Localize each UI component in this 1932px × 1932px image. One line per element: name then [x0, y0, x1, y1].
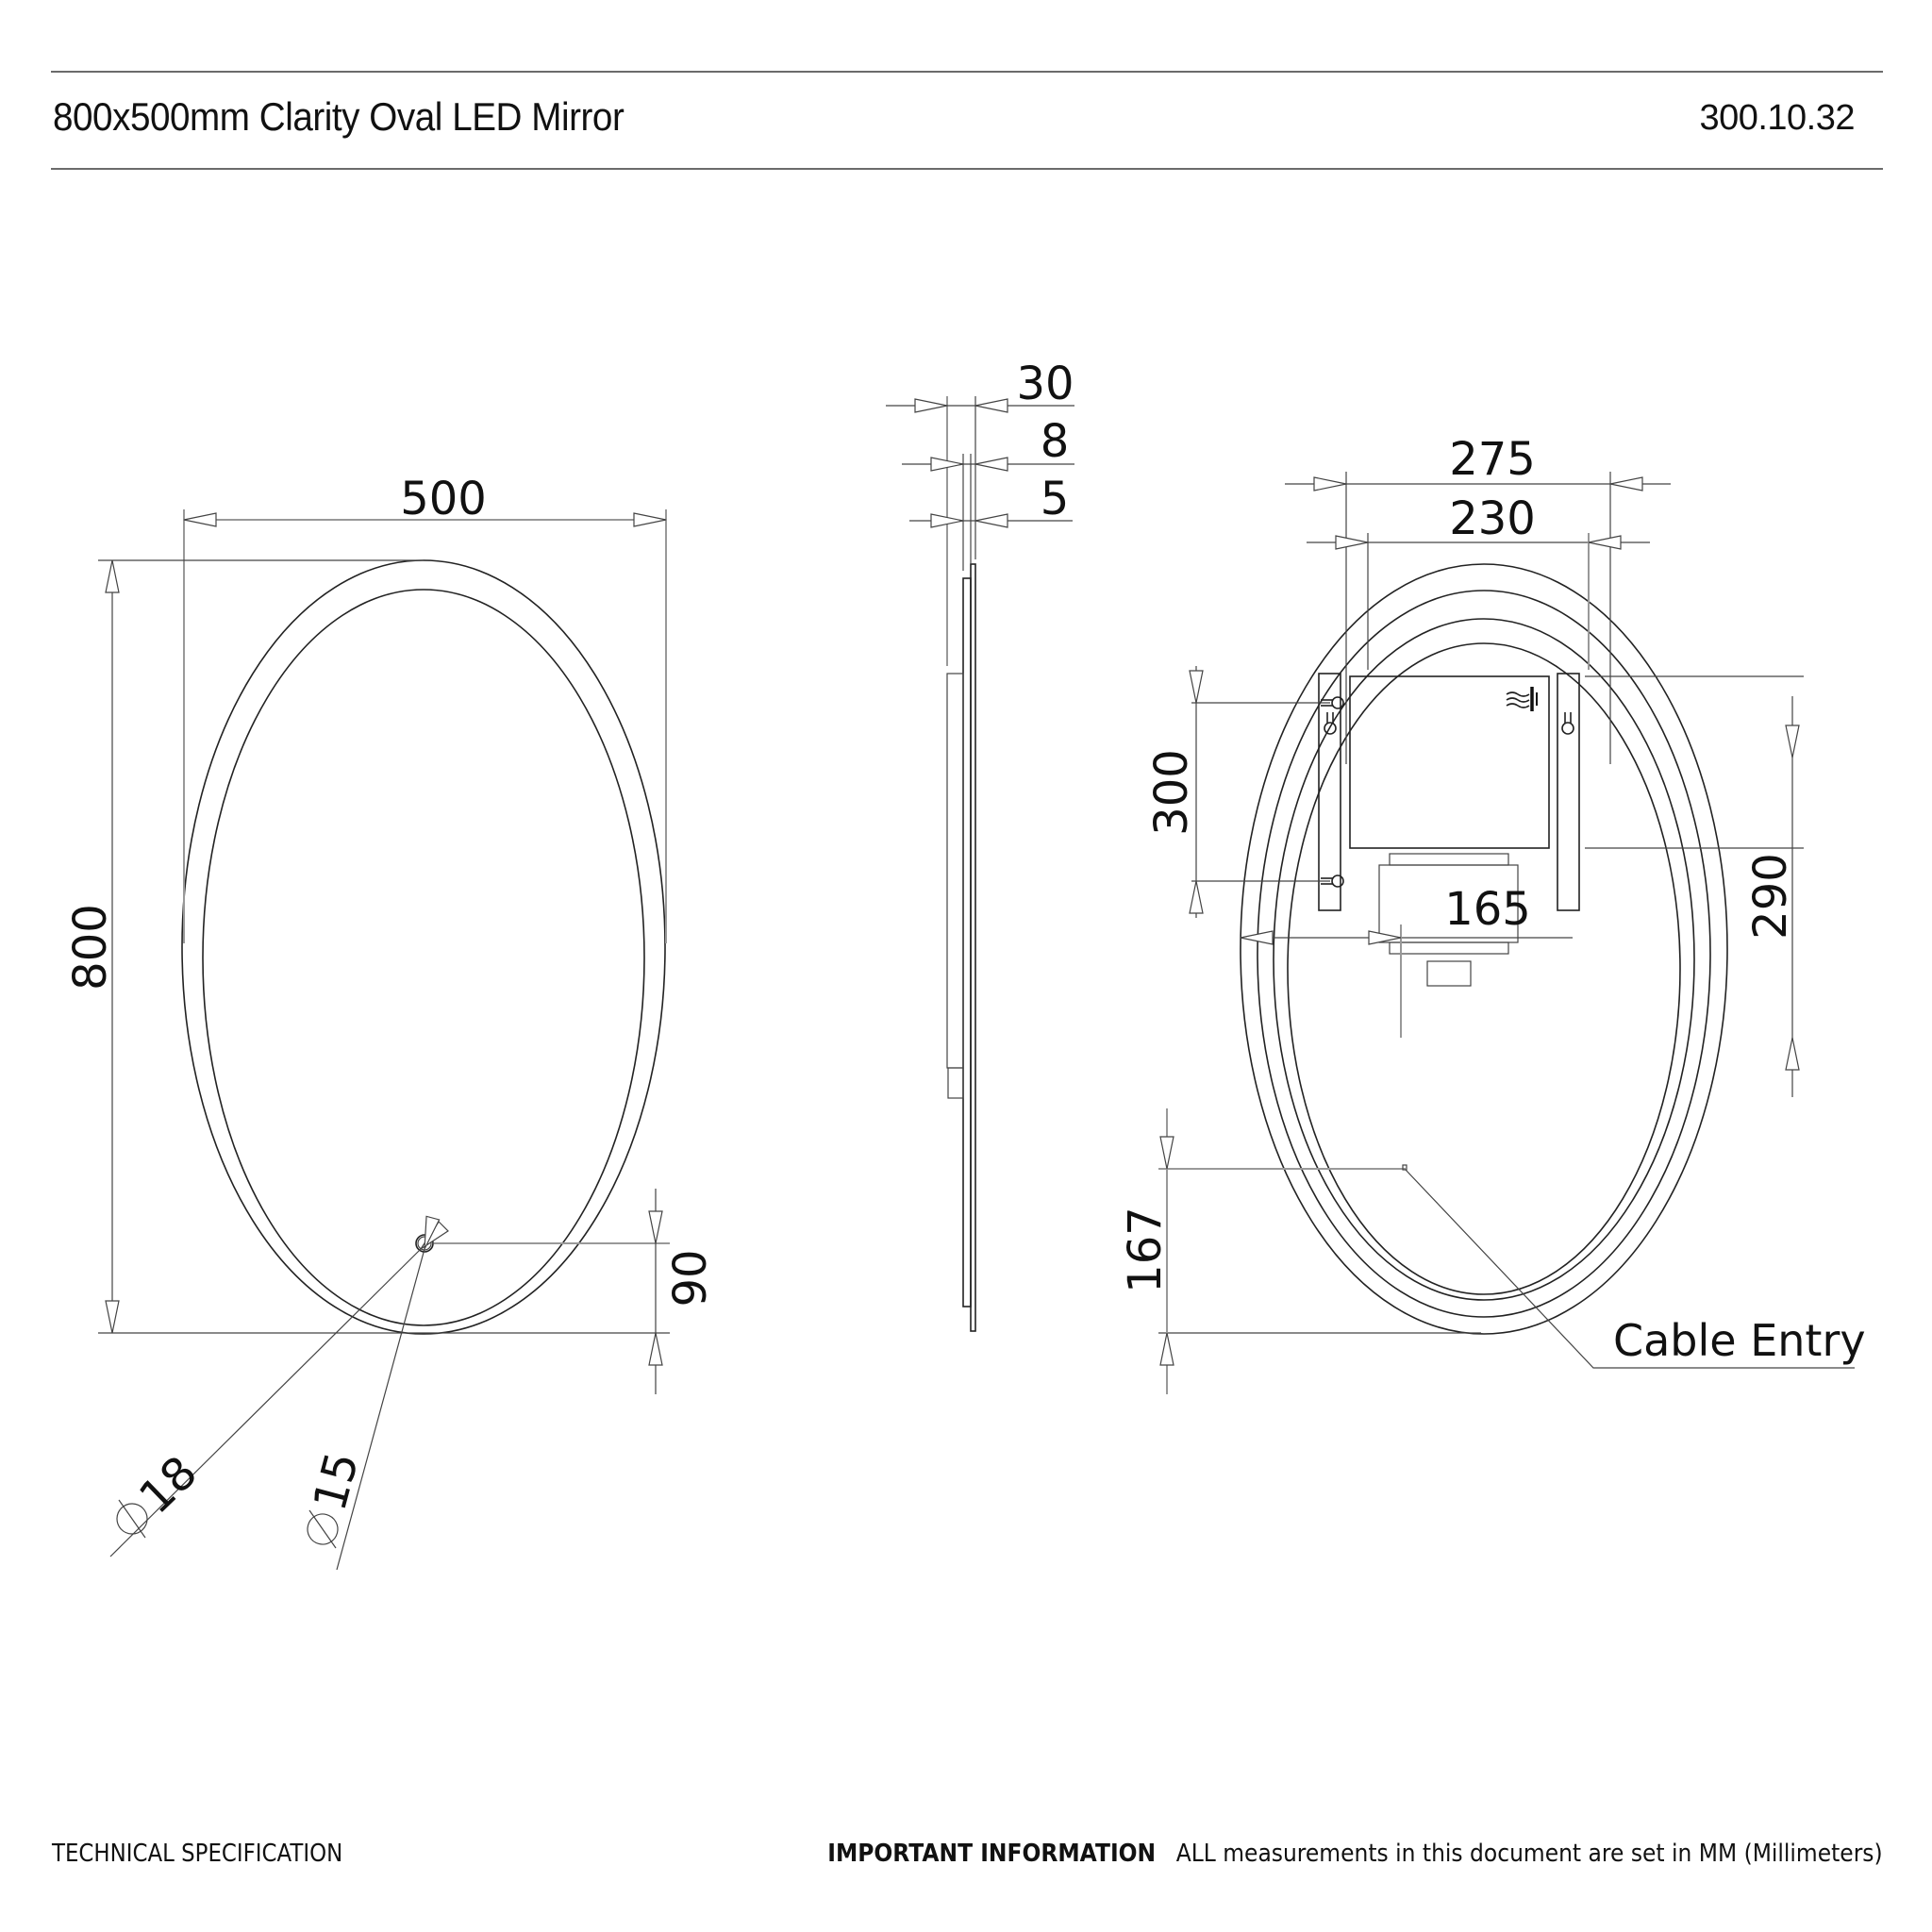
header-bottom-rule	[51, 168, 1883, 170]
demister-height-label: 290	[1744, 853, 1797, 940]
width-dimension-label: 500	[400, 473, 487, 525]
keyhole-icon	[1321, 696, 1344, 709]
arrow-icon	[1240, 930, 1274, 945]
cable-entry-height-label: 167	[1119, 1207, 1172, 1293]
cable-entry-label: Cable Entry	[1613, 1315, 1866, 1366]
arrow-icon	[974, 398, 1008, 413]
driver-bottom-cap	[1389, 941, 1509, 955]
cable-entry-block	[1426, 960, 1472, 987]
cable-entry-point	[1402, 1164, 1407, 1171]
arrow-icon	[105, 559, 120, 593]
page-title: 800x500mm Clarity Oval LED Mirror	[53, 94, 625, 139]
arrow-icon	[183, 512, 217, 527]
depth-total-label: 30	[1016, 358, 1074, 410]
arrow-icon	[914, 398, 948, 413]
hole-spacing-label: 300	[1145, 749, 1198, 836]
driver-box-profile	[946, 673, 964, 1069]
mirror-outer-edge	[181, 559, 666, 1335]
diameter-icon	[307, 1513, 339, 1545]
diameter-icon	[116, 1503, 148, 1535]
demister-heat-icon	[1506, 687, 1538, 711]
height-dimension-label: 800	[64, 904, 117, 991]
arrow-icon	[1588, 535, 1622, 550]
keyhole-icon	[1561, 712, 1574, 735]
arrow-icon	[648, 1210, 663, 1244]
rear-ring-4	[1287, 642, 1681, 1295]
cable-entry-leader	[1405, 1169, 1855, 1369]
rear-ring-3	[1273, 618, 1695, 1301]
front-view: 500 800 90 18 15	[64, 473, 717, 1571]
arrow-icon	[105, 1300, 120, 1334]
arrow-icon	[1159, 1332, 1174, 1366]
arrow-icon	[974, 457, 1008, 472]
arrow-icon	[633, 512, 667, 527]
arrow-icon	[1189, 670, 1204, 704]
inner-bracket-span-label: 230	[1449, 492, 1536, 545]
driver-top-cap	[1389, 853, 1509, 866]
arrow-icon	[974, 513, 1008, 528]
rear-outer-edge	[1240, 563, 1728, 1335]
arrow-icon	[1159, 1136, 1174, 1170]
footer-technical-specification: TECHNICAL SPECIFICATION	[52, 1840, 343, 1868]
measurement-units-note: ALL measurements in this document are se…	[1176, 1840, 1883, 1868]
inner-diameter-callout: 15	[304, 1447, 370, 1549]
diameter-icon-slash	[308, 1509, 337, 1549]
rear-ring-2	[1257, 590, 1711, 1318]
outer-diameter-callout: 18	[116, 1446, 208, 1539]
keyhole-icon	[1321, 874, 1344, 888]
footer-important-information: IMPORTANT INFORMATION ALL measurements in…	[828, 1840, 1883, 1868]
side-view: 30 8 5	[886, 358, 1074, 1332]
arrow-icon	[1785, 724, 1800, 758]
outer-bracket-span-label: 275	[1449, 433, 1536, 486]
demister-pad	[1349, 675, 1550, 849]
header-top-rule	[51, 71, 1883, 73]
right-mounting-bracket	[1557, 673, 1580, 911]
demister-offset-label: 165	[1444, 883, 1531, 936]
arrow-icon	[1785, 1037, 1800, 1071]
outer-diameter-leader	[109, 1248, 422, 1557]
arrow-icon	[1335, 535, 1369, 550]
inner-diameter-leader	[336, 1248, 425, 1571]
driver-box-lower-profile	[947, 1067, 964, 1099]
left-mounting-bracket	[1318, 673, 1341, 911]
rear-view: 275 230 300 290 165 167	[1119, 433, 1866, 1394]
arrow-icon	[1189, 880, 1204, 914]
diameter-icon-slash	[118, 1499, 146, 1539]
arrow-icon	[648, 1332, 663, 1366]
important-information-heading: IMPORTANT INFORMATION	[827, 1840, 1157, 1868]
sensor-offset-label: 90	[664, 1249, 717, 1307]
arrow-icon	[1609, 476, 1643, 491]
glass-dimension-label: 5	[1041, 473, 1070, 525]
mirror-led-band	[202, 589, 645, 1326]
keyhole-icon	[1324, 712, 1337, 735]
mirror-backing-profile	[962, 577, 972, 1307]
depth-mid-label: 8	[1041, 415, 1070, 468]
touch-sensor	[415, 1234, 434, 1253]
arrow-icon	[1313, 476, 1347, 491]
product-code: 300.10.32	[1699, 98, 1855, 138]
inner-diameter-label: 15	[304, 1447, 370, 1516]
outer-diameter-label: 18	[129, 1446, 208, 1524]
